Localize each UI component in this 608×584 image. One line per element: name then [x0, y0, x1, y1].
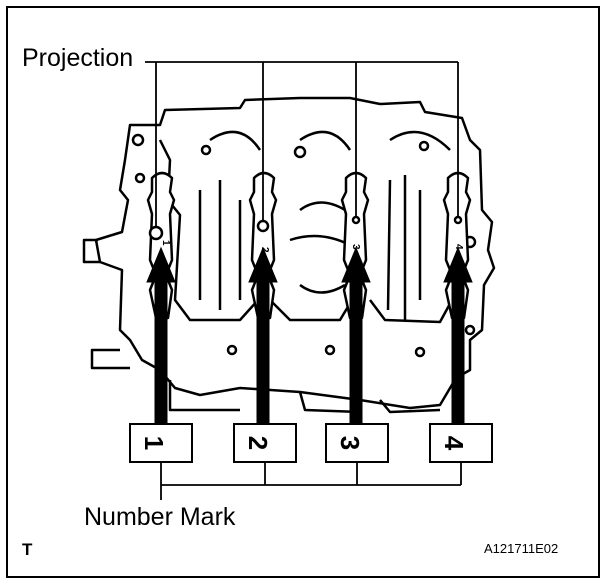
number-box-3 [325, 423, 389, 463]
cap-stamp-2: 2 [259, 247, 270, 253]
arrow-2 [248, 246, 278, 431]
number-box-label-2: 2 [243, 436, 273, 450]
number-mark-leader-lines [160, 462, 462, 500]
number-box-1 [129, 423, 193, 463]
arrow-4 [443, 246, 473, 431]
cap-stamp-4: 4 [453, 244, 464, 250]
number-box-label-3: 3 [335, 436, 365, 450]
figure-code: A121711E02 [484, 541, 559, 556]
projection-mark-1 [148, 225, 164, 241]
cap-stamp-1: 1 [160, 240, 171, 246]
projection-label: Projection [22, 44, 134, 72]
number-box-label-1: 1 [139, 436, 169, 450]
projection-mark-2 [256, 219, 270, 233]
cylinder-block [82, 96, 496, 414]
number-mark-label: Number Mark [84, 503, 236, 531]
arrow-1 [146, 246, 176, 431]
cap-stamp-3: 3 [350, 244, 361, 250]
number-boxes [129, 423, 493, 463]
number-box-4 [429, 423, 493, 463]
diagram-frame [6, 6, 600, 578]
cap-arrows [146, 246, 473, 431]
bearing-caps [146, 171, 472, 320]
arrow-3 [341, 246, 371, 431]
projection-leader-lines [145, 61, 459, 228]
corner-letter: T [22, 540, 33, 559]
number-box-label-4: 4 [439, 436, 469, 451]
